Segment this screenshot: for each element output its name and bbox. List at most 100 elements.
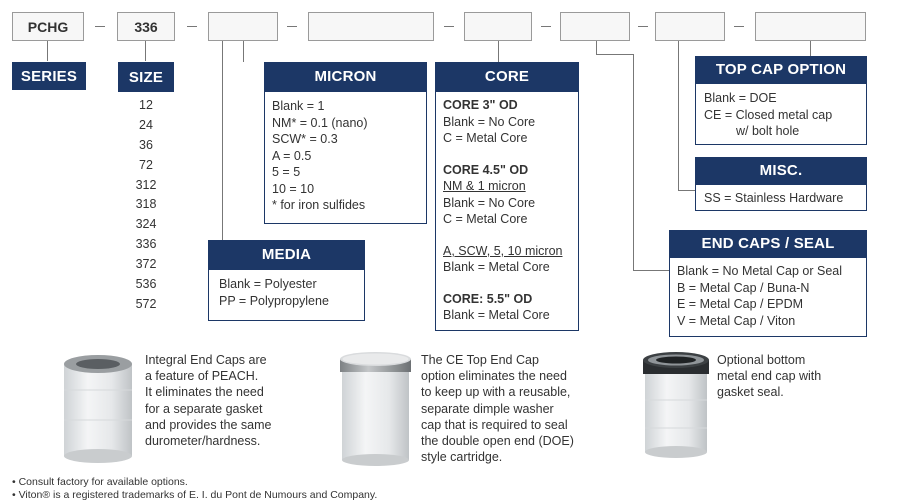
caption-line: durometer/hardness.	[145, 434, 261, 449]
media-header: MEDIA	[208, 240, 365, 270]
caption-line: the double open end (DOE)	[421, 434, 574, 449]
core-option: Blank = No Core	[443, 114, 536, 129]
caption-ce-top-cap: The CE Top End Cap option eliminates the…	[421, 352, 574, 465]
caption-line: Integral End Caps are	[145, 353, 267, 367]
connector-misc-h	[678, 190, 695, 191]
end-caps-option: V = Metal Cap / Viton	[677, 313, 796, 328]
top-cap-options: Blank = DOE CE = Closed metal cap w/ bol…	[704, 90, 832, 140]
micron-option: SCW* = 0.3	[272, 132, 338, 146]
connector-end-caps	[596, 41, 634, 270]
core-subheading: NM & 1 micron	[443, 179, 526, 193]
media-options: Blank = Polyester PP = Polypropylene	[219, 276, 329, 309]
media-code-box	[308, 12, 434, 41]
caption-line: The CE Top End Cap	[421, 353, 539, 367]
connector-micron	[243, 41, 244, 62]
series-code-box: PCHG	[12, 12, 84, 41]
micron-option: 10 = 10	[272, 181, 315, 196]
core-option: Blank = Metal Core	[443, 308, 550, 322]
top-cap-panel: TOP CAP OPTION Blank = DOE CE = Closed m…	[695, 56, 867, 145]
size-value: 24	[139, 117, 153, 132]
size-title: SIZE	[128, 68, 164, 86]
end-caps-panel: END CAPS / SEAL Blank = No Metal Cap or …	[669, 230, 867, 337]
core-code-box	[464, 12, 532, 41]
size-header: SIZE	[118, 62, 174, 92]
connector-size	[145, 41, 146, 61]
dash	[541, 26, 551, 27]
misc-option: SS = Stainless Hardware	[704, 191, 844, 205]
core-group-heading: CORE 4.5" OD	[443, 162, 529, 177]
micron-option: NM* = 0.1 (nano)	[272, 115, 368, 130]
caption-line: style cartridge.	[421, 450, 503, 465]
media-panel: MEDIA Blank = Polyester PP = Polypropyle…	[208, 240, 365, 321]
series-title: SERIES	[20, 67, 78, 85]
dash	[638, 26, 648, 27]
misc-options: SS = Stainless Hardware	[704, 190, 843, 207]
media-option: Blank = Polyester	[219, 277, 317, 291]
top-cap-title: TOP CAP OPTION	[715, 60, 847, 78]
size-value: 536	[135, 277, 157, 292]
core-group-heading: CORE: 5.5" OD	[443, 291, 533, 306]
media-option: PP = Polypropylene	[219, 293, 329, 308]
micron-panel: MICRON Blank = 1 NM* = 0.1 (nano) SCW* =…	[264, 62, 427, 224]
micron-option: Blank = 1	[272, 99, 325, 113]
misc-header: MISC.	[695, 157, 867, 185]
caption-line: option eliminates the need	[421, 369, 567, 384]
micron-title: MICRON	[314, 67, 377, 85]
caption-line: metal end cap with	[717, 369, 822, 384]
micron-code-box	[208, 12, 278, 41]
size-value: 572	[135, 296, 157, 311]
footnote-consult-factory: • Consult factory for available options.	[12, 476, 188, 488]
core-options: CORE 3" OD Blank = No Core C = Metal Cor…	[443, 97, 562, 324]
misc-panel: MISC. SS = Stainless Hardware	[695, 157, 867, 211]
size-value: 318	[135, 197, 157, 212]
size-value: 324	[135, 217, 157, 232]
connector-end-caps-h1	[596, 54, 634, 55]
micron-option: 5 = 5	[272, 165, 301, 179]
size-value: 336	[135, 237, 157, 252]
top-cap-option: Blank = DOE	[704, 91, 777, 105]
core-title: CORE	[484, 67, 530, 85]
series-code-value: PCHG	[27, 18, 69, 35]
top-cap-option: CE = Closed metal cap	[704, 107, 833, 122]
core-option: C = Metal Core	[443, 131, 528, 145]
core-option: Blank = No Core	[443, 195, 536, 210]
core-subheading: A, SCW, 5, 10 micron	[443, 243, 563, 258]
micron-options: Blank = 1 NM* = 0.1 (nano) SCW* = 0.3 A …	[272, 98, 368, 214]
end-caps-options: Blank = No Metal Cap or Seal B = Metal C…	[677, 263, 842, 329]
caption-line: cap that is required to seal	[421, 417, 568, 432]
caption-line: separate dimple washer	[421, 401, 554, 416]
connector-media-v	[222, 41, 223, 240]
top-cap-option-cont: w/ bolt hole	[736, 124, 800, 138]
connector-series	[47, 41, 48, 61]
dash	[287, 26, 297, 27]
connector-core	[498, 41, 499, 62]
connector-end-caps-v2	[633, 54, 634, 270]
micron-footnote: * for iron sulfides	[272, 198, 366, 212]
core-option: Blank = Metal Core	[443, 260, 550, 274]
cartridge-bottom-metal-cap-image	[643, 352, 709, 458]
connector-top-cap	[810, 41, 811, 56]
caption-line: and provides the same	[145, 417, 272, 432]
caption-bottom-metal-cap: Optional bottom metal end cap with gaske…	[717, 352, 821, 401]
caption-line: It eliminates the need	[145, 385, 264, 400]
dash	[734, 26, 744, 27]
end-caps-option: B = Metal Cap / Buna-N	[677, 280, 810, 295]
size-value: 312	[135, 177, 157, 192]
micron-header: MICRON	[264, 62, 427, 92]
misc-code-box	[655, 12, 725, 41]
end-caps-code-box	[560, 12, 630, 41]
caption-line: to keep up with a reusable,	[421, 385, 571, 400]
size-value: 36	[139, 137, 153, 152]
size-value: 72	[139, 157, 153, 172]
core-header: CORE	[435, 62, 579, 92]
connector-misc-v	[678, 41, 679, 190]
connector-end-caps-h2	[633, 270, 669, 271]
misc-title: MISC.	[759, 161, 803, 179]
core-option: C = Metal Core	[443, 212, 528, 226]
caption-line: gasket seal.	[717, 385, 784, 400]
core-panel: CORE CORE 3" OD Blank = No Core C = Meta…	[435, 62, 579, 331]
size-code-value: 336	[134, 18, 158, 35]
end-caps-header: END CAPS / SEAL	[669, 230, 867, 258]
series-header: SERIES	[12, 62, 86, 90]
size-value: 12	[139, 98, 153, 112]
